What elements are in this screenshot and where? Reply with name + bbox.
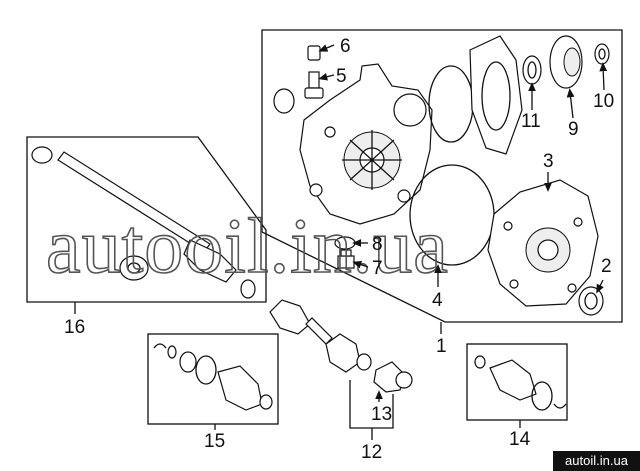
frame-14 — [466, 343, 568, 421]
cv-joint-13 — [373, 361, 413, 393]
plug-6 — [307, 45, 321, 61]
frame-15 — [147, 333, 279, 425]
watermark-text: autooil.in.ua — [46, 202, 449, 289]
callout-1: 1 — [436, 336, 447, 357]
callout-4: 4 — [432, 290, 443, 311]
callout-3: 3 — [543, 151, 554, 172]
seal-11 — [522, 55, 542, 85]
callout-2: 2 — [601, 256, 612, 277]
boot-kit-14 — [474, 355, 567, 411]
callout-14: 14 — [509, 429, 531, 450]
differential-housing — [299, 63, 433, 225]
callout-6: 6 — [340, 36, 351, 57]
leader-lines — [74, 44, 608, 440]
callout-5: 5 — [336, 66, 347, 87]
callout-8: 8 — [372, 234, 383, 255]
frame-16 — [26, 136, 267, 303]
callout-12: 12 — [361, 442, 382, 463]
rear-cover-3 — [487, 179, 599, 307]
cover-plate — [469, 35, 523, 155]
frame-1 — [261, 29, 623, 323]
o-ring-large — [428, 65, 474, 143]
flange-9 — [549, 35, 583, 89]
axle-shaft-16 — [31, 146, 256, 299]
callout-16: 16 — [64, 317, 85, 338]
footer-url-badge: autoil.in.ua — [553, 451, 640, 471]
seal-2 — [578, 286, 604, 316]
callout-15: 15 — [204, 431, 225, 452]
callout-13: 13 — [371, 404, 392, 425]
boot-kit-15 — [153, 343, 273, 411]
seal-left — [273, 88, 295, 114]
breather-5 — [304, 71, 324, 99]
callout-10: 10 — [593, 91, 614, 112]
callout-7: 7 — [372, 258, 383, 279]
callout-11: 11 — [521, 111, 541, 132]
callout-9: 9 — [568, 119, 579, 140]
nut-10 — [594, 43, 610, 65]
half-shaft-12 — [269, 299, 372, 373]
